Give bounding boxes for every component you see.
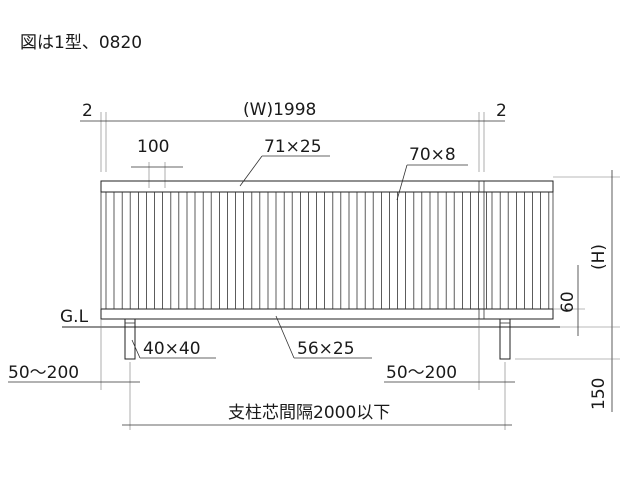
height-dimension: (H) 150 (515, 170, 620, 412)
fence-panel (100, 180, 554, 320)
offset-left-label: 50〜200 (8, 363, 79, 383)
offset-left-dimension: 50〜200 (8, 319, 140, 430)
offset-right-label: 50〜200 (386, 363, 457, 383)
picket-callout: 70×8 (396, 145, 468, 201)
post-callout: 40×40 (131, 339, 216, 359)
post-right (499, 318, 511, 360)
picket-label: 70×8 (409, 145, 456, 165)
bottom-rail-label: 56×25 (297, 339, 355, 359)
figure-title: 図は1型、0820 (20, 33, 142, 53)
bottom-rail-callout: 56×25 (275, 315, 372, 359)
post-label: 40×40 (143, 339, 201, 359)
width-label: (W)1998 (243, 100, 316, 120)
embed-depth-label: 150 (589, 378, 609, 410)
picket-pitch-label: 100 (137, 137, 169, 157)
ground-line-label: G.L (60, 307, 89, 327)
picket-pitch-dimension: 100 (131, 137, 183, 188)
width-gap-left-label: 2 (82, 101, 93, 121)
rail-height-label: 60 (558, 291, 578, 313)
top-rail (100, 180, 554, 193)
offset-right-dimension: 50〜200 (384, 319, 515, 430)
post-spacing-label: 支柱芯間隔2000以下 (228, 403, 390, 423)
pickets (100, 192, 554, 309)
height-label: (H) (589, 244, 609, 270)
width-dimension: 2 (W)1998 2 (80, 100, 507, 172)
ground-line: G.L (60, 307, 560, 328)
top-rail-callout: 71×25 (239, 137, 330, 187)
rail-height-dimension: 60 (553, 265, 585, 336)
bottom-rail (100, 308, 554, 320)
width-gap-right-label: 2 (496, 101, 507, 121)
top-rail-label: 71×25 (264, 137, 322, 157)
post-spacing-dimension: 支柱芯間隔2000以下 (122, 403, 512, 426)
post-left (124, 318, 136, 360)
